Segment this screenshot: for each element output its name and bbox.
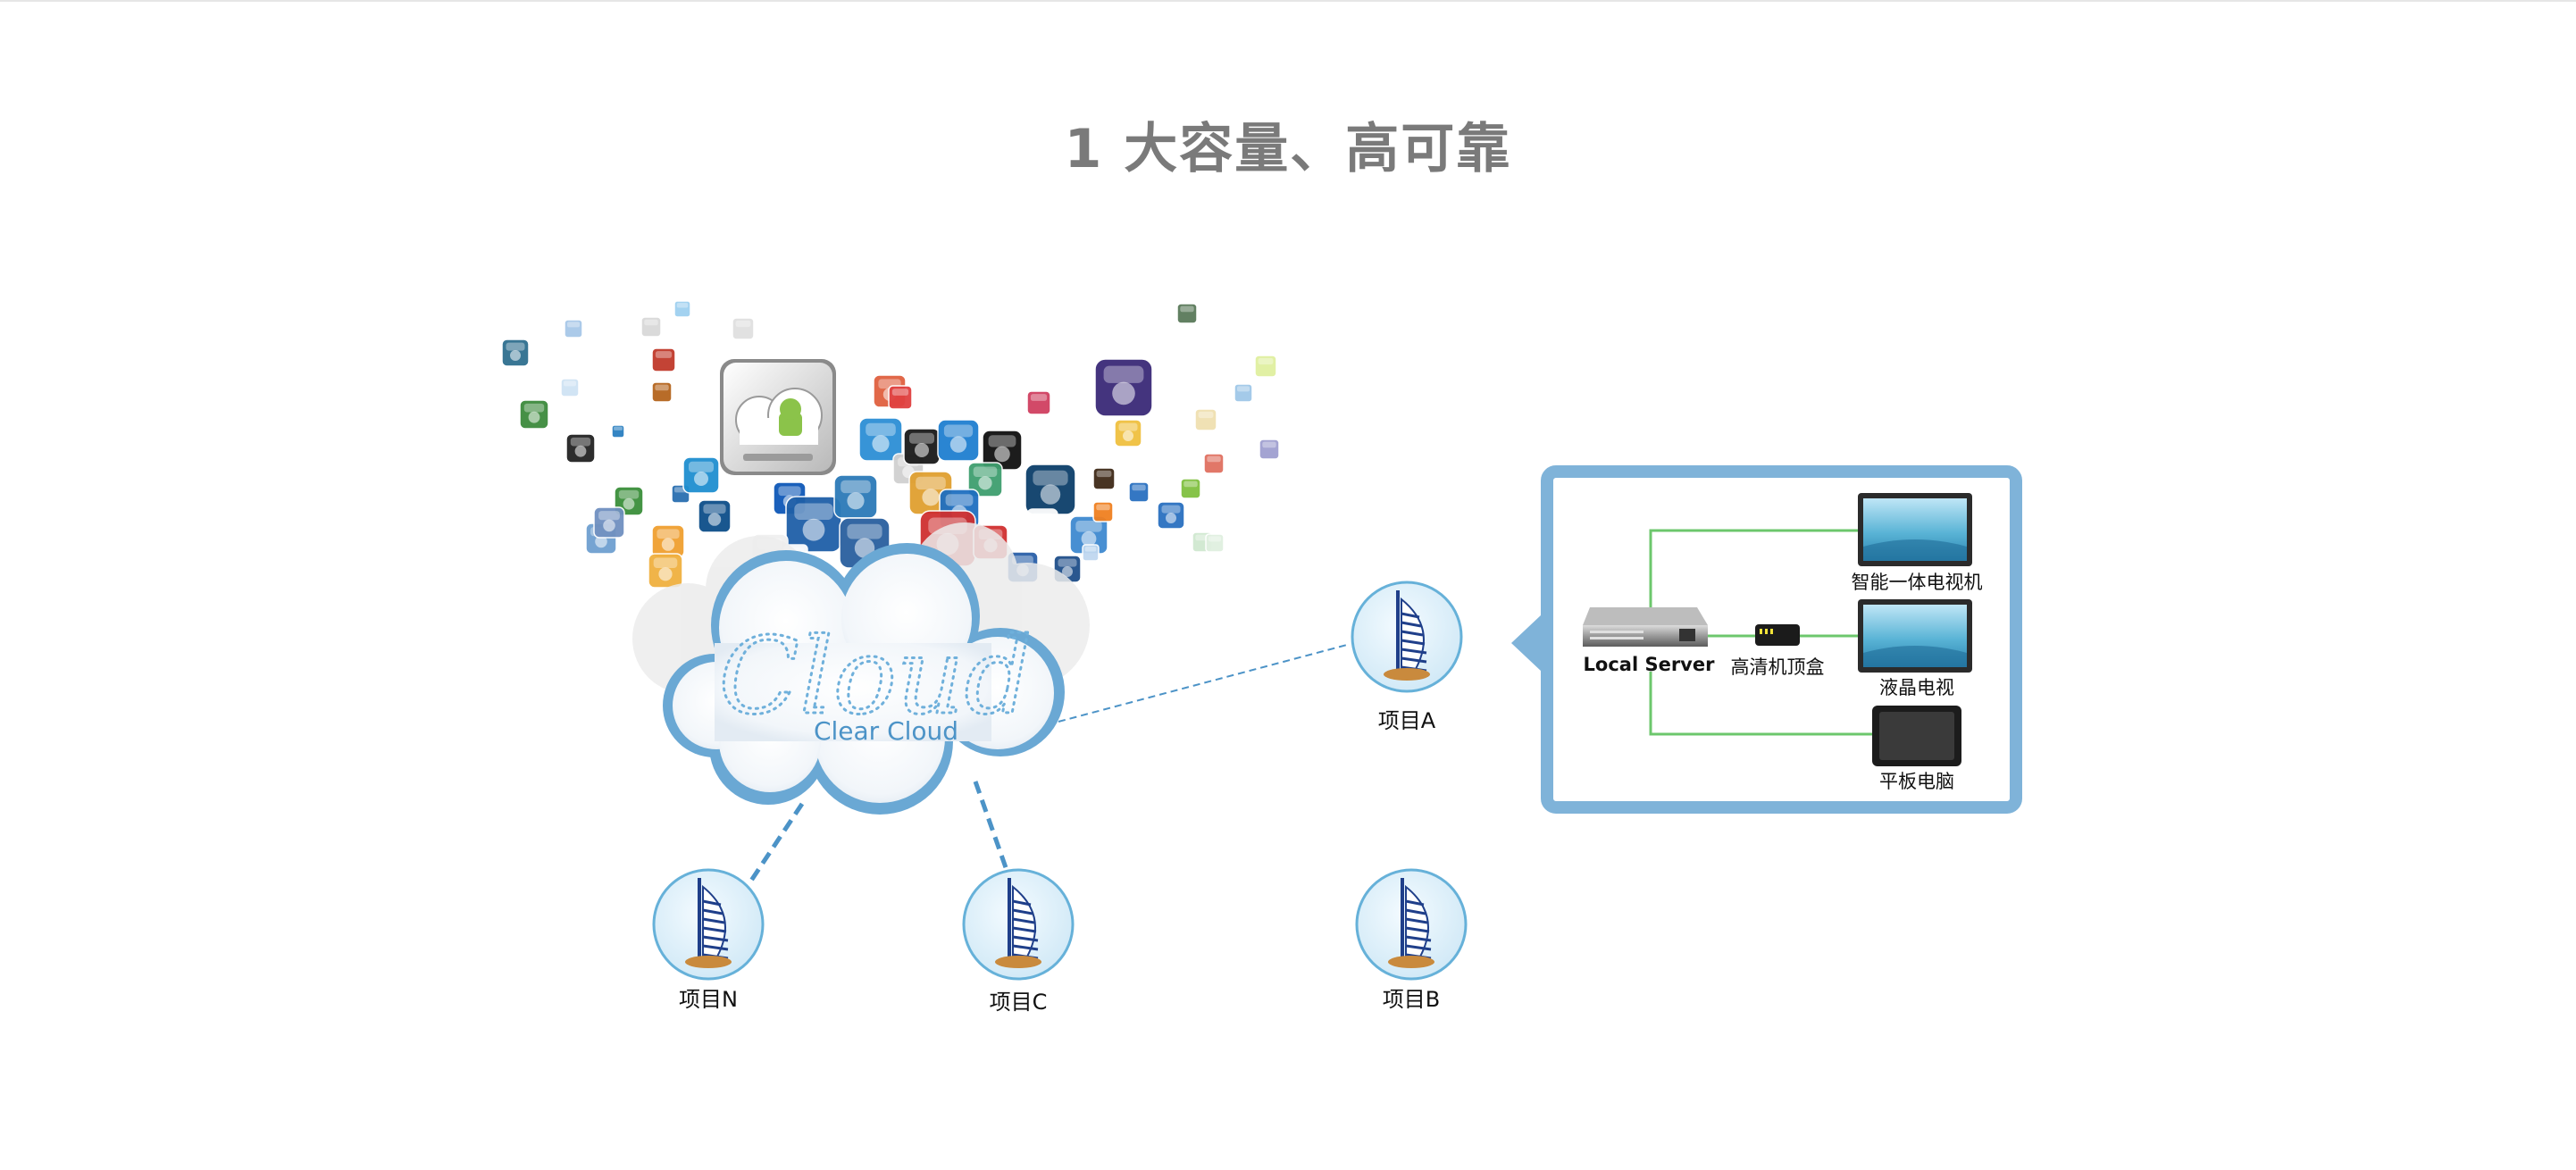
panel-pointer xyxy=(1511,614,1542,672)
app-icon xyxy=(648,553,683,589)
app-icon xyxy=(611,424,625,439)
app-icon xyxy=(593,506,625,539)
project-label-n: 项目N xyxy=(679,987,738,1012)
local-network-panel: Local Server 高清机顶盒 智能一体电视机 液晶电视 平板电脑 xyxy=(1511,465,2022,814)
app-icon xyxy=(1092,467,1116,490)
link-to-project-c xyxy=(973,781,1010,873)
project-node-a: 项目A xyxy=(1351,581,1463,733)
project-label-a: 项目A xyxy=(1378,708,1436,733)
app-icon xyxy=(1234,383,1253,403)
cloud-word: Cloud xyxy=(719,614,1033,738)
android-cloud-icon xyxy=(720,359,836,475)
app-icon xyxy=(1026,390,1051,415)
app-icon xyxy=(1176,303,1198,324)
project-node-n: 项目N xyxy=(652,868,765,1012)
app-icon xyxy=(651,524,685,558)
project-node-b: 项目B xyxy=(1355,868,1468,1012)
link-to-project-n xyxy=(743,802,805,890)
device-label-lcd-tv: 液晶电视 xyxy=(1879,677,1954,698)
app-icon xyxy=(673,300,691,318)
app-icon xyxy=(565,433,596,464)
app-icon xyxy=(967,462,1003,497)
app-icon xyxy=(698,499,732,533)
app-icon xyxy=(833,474,878,519)
server-icon xyxy=(1583,607,1708,647)
app-icon xyxy=(651,347,676,372)
app-icon xyxy=(888,385,913,410)
app-icon xyxy=(1259,439,1280,460)
app-icon xyxy=(732,317,755,340)
app-icon xyxy=(1254,355,1277,378)
app-icon xyxy=(858,417,903,462)
app-icon xyxy=(903,428,941,465)
app-icon xyxy=(1025,464,1076,515)
smart-tv-icon xyxy=(1858,493,1972,566)
app-icon xyxy=(1026,508,1058,540)
top-divider xyxy=(0,0,2576,2)
tablet-icon xyxy=(1872,706,1961,766)
app-icon xyxy=(1194,408,1217,431)
lcd-tv-icon xyxy=(1858,599,1972,673)
app-icon xyxy=(519,399,549,430)
app-icon xyxy=(1203,453,1225,474)
panel-connectors xyxy=(1649,529,1872,736)
sail-hotel-icon xyxy=(1384,590,1430,681)
app-icon xyxy=(1092,501,1114,522)
project-node-c: 项目C xyxy=(962,868,1075,1015)
sail-hotel-icon xyxy=(995,878,1041,968)
app-icon xyxy=(1094,358,1153,417)
device-label-smart-tv: 智能一体电视机 xyxy=(1852,572,1983,593)
page-title: 1 大容量、高可靠 xyxy=(1064,118,1512,180)
cloud-caption: Clear Cloud xyxy=(814,716,958,746)
sail-hotel-icon xyxy=(685,878,732,968)
app-icon xyxy=(651,381,673,403)
app-icon xyxy=(937,419,980,462)
app-icon xyxy=(1205,533,1225,553)
set-top-box-icon xyxy=(1755,624,1800,646)
link-to-project-a xyxy=(1058,644,1348,723)
cloud-icon: Cloud Clear Cloud xyxy=(632,522,1090,815)
app-icon xyxy=(785,496,842,553)
app-icon xyxy=(560,378,580,397)
app-icon xyxy=(1082,544,1100,562)
cloud-links xyxy=(743,644,1348,890)
app-icon xyxy=(501,338,530,367)
app-icon xyxy=(1157,501,1185,530)
sail-hotel-icon xyxy=(1388,878,1434,968)
app-icon-collage xyxy=(501,300,1280,589)
project-nodes: 项目A 项目N 项目C 项目B xyxy=(652,581,1468,1015)
app-icon xyxy=(1180,478,1201,499)
project-label-b: 项目B xyxy=(1383,987,1440,1012)
server-label: Local Server xyxy=(1584,654,1716,675)
device-label-tablet: 平板电脑 xyxy=(1879,771,1954,792)
app-icon xyxy=(1114,419,1142,447)
settop-label: 高清机顶盒 xyxy=(1731,656,1825,678)
app-icon xyxy=(1128,481,1150,503)
app-icon xyxy=(564,319,583,338)
app-icon xyxy=(640,316,662,338)
app-icon xyxy=(682,456,720,494)
project-label-c: 项目C xyxy=(990,990,1048,1015)
